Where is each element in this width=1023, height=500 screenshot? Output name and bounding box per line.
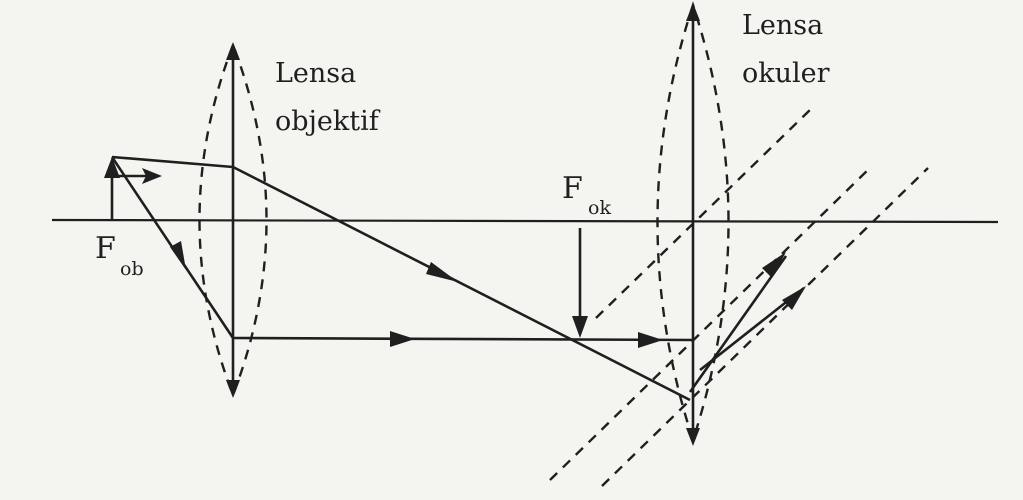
focal-objective-subscript: ob <box>120 258 144 280</box>
objective-lens-label-line2: objektif <box>275 106 381 137</box>
solid-ray-segment-1 <box>688 255 788 393</box>
focal-eyepiece-subscript: ok <box>588 197 611 219</box>
ray-parallel-arrow-icon-1 <box>390 331 415 347</box>
emerging-ray-arrow-icon-2 <box>782 286 806 310</box>
eyepiece-lens-bottom-arrow-icon <box>686 428 700 446</box>
objective-lens-top-arrow-icon <box>226 42 240 60</box>
objective-lens <box>198 41 268 399</box>
ray-objective-arrow-icon <box>426 262 458 282</box>
emerging-rays <box>549 107 929 487</box>
objective-lens-label-line1: Lensa <box>275 58 356 89</box>
dashed-ray-2 <box>549 165 873 481</box>
object-side-arrow-icon <box>142 168 162 184</box>
object-arrow-head-icon <box>104 157 120 178</box>
intermediate-image <box>572 228 588 338</box>
ray-parallel-to-objective <box>111 155 234 169</box>
ray-focal-arrow-icon <box>170 241 186 270</box>
intermediate-image-arrow-icon <box>572 316 588 338</box>
objective-lens-outline <box>198 41 268 399</box>
ray-parallel-after-objective <box>232 336 694 342</box>
focal-eyepiece-letter: F <box>562 171 583 206</box>
eyepiece-lens-label-line2: okuler <box>742 58 830 89</box>
dashed-ray-1 <box>595 107 813 319</box>
emerging-ray-arrow-icon-1 <box>762 252 786 278</box>
focal-objective-letter: F <box>95 231 116 266</box>
objective-rays <box>110 155 694 402</box>
principal-axis <box>51 218 999 224</box>
object-arrow <box>104 157 162 220</box>
objective-lens-bottom-arrow-icon <box>226 380 240 398</box>
dashed-ray-3 <box>601 167 929 487</box>
eyepiece-lens-top-arrow-icon <box>686 3 700 21</box>
eyepiece-lens-label-line1: Lensa <box>742 10 823 41</box>
eyepiece-lens-outline <box>656 1 730 444</box>
ray-parallel-arrow-icon-2 <box>638 332 663 348</box>
ray-objective-to-image <box>232 165 691 402</box>
